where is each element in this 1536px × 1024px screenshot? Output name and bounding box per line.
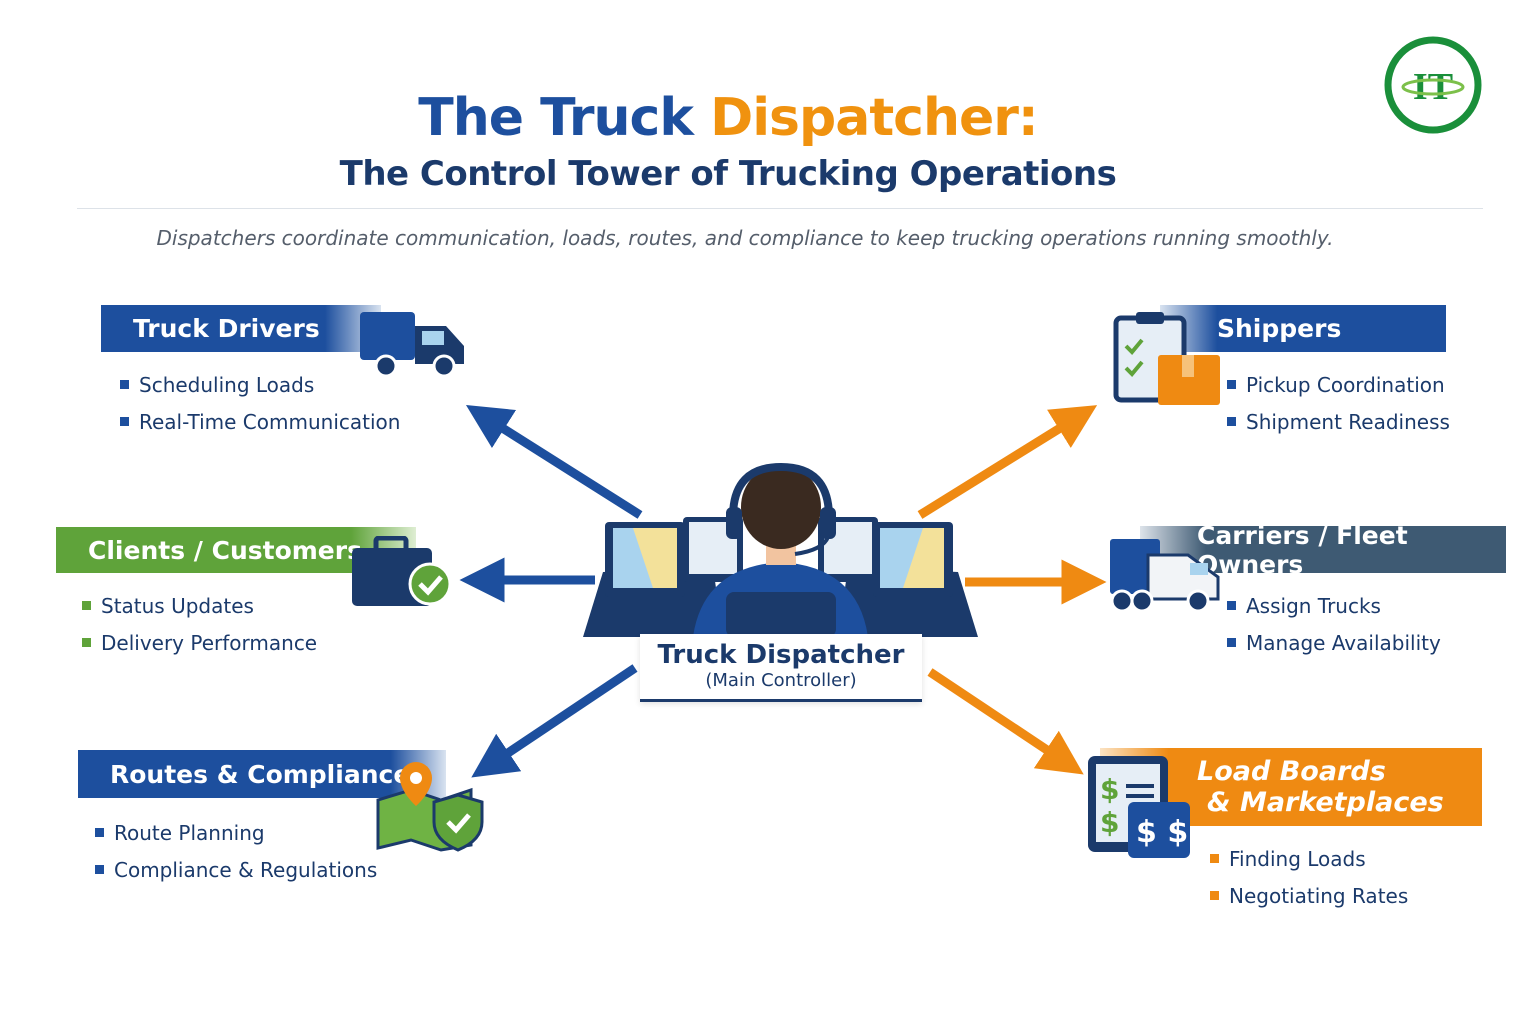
list-item: Manage Availability bbox=[1227, 624, 1441, 661]
svg-text:$: $ bbox=[1100, 773, 1119, 806]
node-truck-drivers-list: Scheduling Loads Real-Time Communication bbox=[120, 366, 400, 440]
list-item: Pickup Coordination bbox=[1227, 366, 1450, 403]
svg-text:$: $ bbox=[1100, 806, 1119, 839]
node-load-boards-list: Finding Loads Negotiating Rates bbox=[1210, 840, 1408, 914]
node-routes-list: Route Planning Compliance & Regulations bbox=[95, 814, 377, 888]
logo: IT bbox=[1384, 36, 1482, 134]
node-truck-drivers-header: Truck Drivers bbox=[101, 305, 381, 352]
center-subtitle: (Main Controller) bbox=[705, 670, 857, 691]
list-item: Status Updates bbox=[82, 587, 317, 624]
list-item: Finding Loads bbox=[1210, 840, 1408, 877]
node-routes-header: Routes & Compliance bbox=[78, 750, 446, 798]
arrow-to-load-boards bbox=[927, 668, 1084, 775]
center-title: Truck Dispatcher bbox=[657, 640, 905, 670]
node-clients-list: Status Updates Delivery Performance bbox=[82, 587, 317, 661]
map-shield-icon bbox=[376, 762, 484, 852]
list-item: Shipment Readiness bbox=[1227, 403, 1450, 440]
list-item: Real-Time Communication bbox=[120, 403, 400, 440]
tagline: Dispatchers coordinate communication, lo… bbox=[156, 226, 1334, 250]
arrow-to-shippers bbox=[917, 405, 1098, 519]
list-item: Negotiating Rates bbox=[1210, 877, 1408, 914]
node-shippers-header: Shippers bbox=[1160, 305, 1446, 352]
clipboard-package-icon bbox=[1113, 312, 1220, 405]
list-item: Scheduling Loads bbox=[120, 366, 400, 403]
page-title: The Truck Dispatcher: bbox=[418, 88, 1038, 148]
truck-icon bbox=[360, 312, 464, 378]
svg-text:IT: IT bbox=[1413, 66, 1453, 108]
divider bbox=[77, 208, 1483, 209]
node-carriers-list: Assign Trucks Manage Availability bbox=[1227, 587, 1441, 661]
list-item: Route Planning bbox=[95, 814, 377, 851]
tablet-dollar-icon: $$ $ $ bbox=[1088, 756, 1190, 858]
node-clients-header: Clients / Customers bbox=[56, 527, 416, 573]
svg-text:$ $: $ $ bbox=[1136, 815, 1188, 850]
list-item: Compliance & Regulations bbox=[95, 851, 377, 888]
page-subtitle: The Control Tower of Trucking Operations bbox=[339, 154, 1117, 194]
list-item: Delivery Performance bbox=[82, 624, 317, 661]
list-item: Assign Trucks bbox=[1227, 587, 1441, 624]
fleet-truck-icon bbox=[1110, 539, 1220, 613]
dispatcher-illustration bbox=[583, 462, 978, 637]
arrow-to-truck-drivers bbox=[465, 404, 643, 519]
center-label: Truck Dispatcher (Main Controller) bbox=[640, 634, 922, 702]
briefcase-check-icon bbox=[352, 536, 452, 606]
node-shippers-list: Pickup Coordination Shipment Readiness bbox=[1227, 366, 1450, 440]
arrow-to-routes bbox=[471, 664, 638, 778]
